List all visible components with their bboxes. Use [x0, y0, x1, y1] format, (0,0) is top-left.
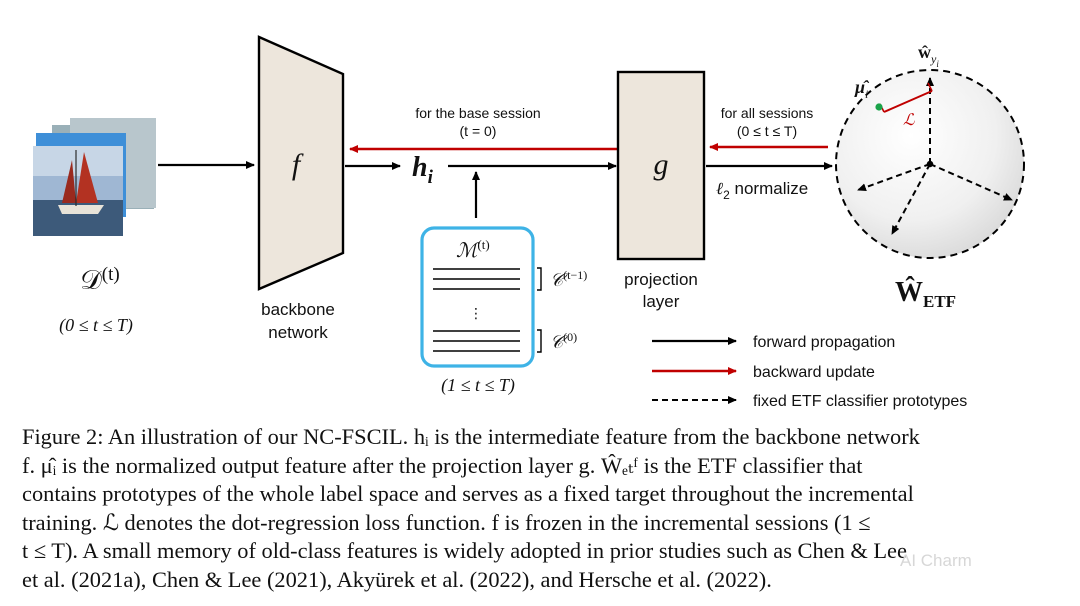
dataset-image-stack — [33, 118, 156, 236]
prototype-vector-down — [891, 163, 931, 235]
legend-etf-label: fixed ETF classifier prototypes — [753, 393, 967, 410]
base-session-range: (t = 0) — [460, 123, 497, 139]
memory-ellipsis: ⋮ — [469, 305, 483, 321]
base-session-label: for the base session — [415, 105, 540, 121]
memory-range: (1 ≤ t ≤ T) — [441, 375, 515, 396]
memory-class-bottom: 𝒞(0) — [550, 330, 577, 352]
mu-point — [875, 103, 883, 111]
prototype-vector-left — [857, 163, 931, 192]
memory-feature-lines-bottom — [433, 330, 520, 352]
legend: forward propagation backward update fixe… — [652, 334, 967, 410]
prototype-vector-right — [929, 163, 1013, 201]
loss-symbol: ℒ — [903, 112, 915, 129]
legend-forward-label: forward propagation — [753, 334, 895, 351]
caption-line: contains prototypes of the whole label s… — [22, 481, 914, 507]
normalize-label: ℓ2 normalize — [716, 179, 808, 202]
sailboat-image — [33, 146, 123, 236]
feature-symbol: hi — [412, 152, 434, 188]
caption-line: et al. (2021a), Chen & Lee (2021), Akyür… — [22, 566, 772, 592]
dataset-range: (0 ≤ t ≤ T) — [59, 315, 133, 336]
caption-line: Figure 2: An illustration of our NC-FSCI… — [22, 424, 920, 449]
projection-symbol: g — [654, 148, 669, 181]
projection-layer-block — [616, 70, 706, 261]
mu-label: μ̂i — [854, 77, 870, 101]
all-sessions-range: (0 ≤ t ≤ T) — [737, 123, 797, 139]
memory-class-top: 𝒞(t−1) — [550, 268, 587, 290]
caption-line: t ≤ T). A small memory of old-class feat… — [22, 538, 907, 564]
all-sessions-label: for all sessions — [721, 105, 814, 121]
caption-line: f. μ̂ᵢ is the normalized output feature … — [22, 452, 863, 478]
w-label: ŵyi — [918, 42, 939, 69]
etf-sphere — [835, 69, 1025, 259]
figure-caption: Figure 2: An illustration of our NC-FSCI… — [22, 423, 1052, 595]
memory-feature-lines-top — [433, 268, 520, 290]
backbone-label-line2: network — [268, 323, 328, 342]
memory-symbol: ℳ(t) — [456, 237, 490, 262]
projection-label-line2: layer — [643, 292, 680, 311]
caption-line: training. ℒ denotes the dot-regression l… — [22, 509, 871, 535]
watermark: AI Charm — [900, 551, 972, 570]
backbone-network-block — [257, 35, 345, 291]
loss-line — [883, 90, 933, 113]
memory-bracket-bottom — [537, 329, 542, 353]
legend-backward-label: backward update — [753, 364, 875, 381]
etf-label: ŴETF — [895, 276, 956, 311]
projection-label-line1: projection — [624, 270, 698, 289]
memory-bracket-top — [537, 267, 542, 291]
backbone-label-line1: backbone — [261, 300, 335, 319]
dataset-symbol: 𝒟(t) — [80, 264, 119, 295]
